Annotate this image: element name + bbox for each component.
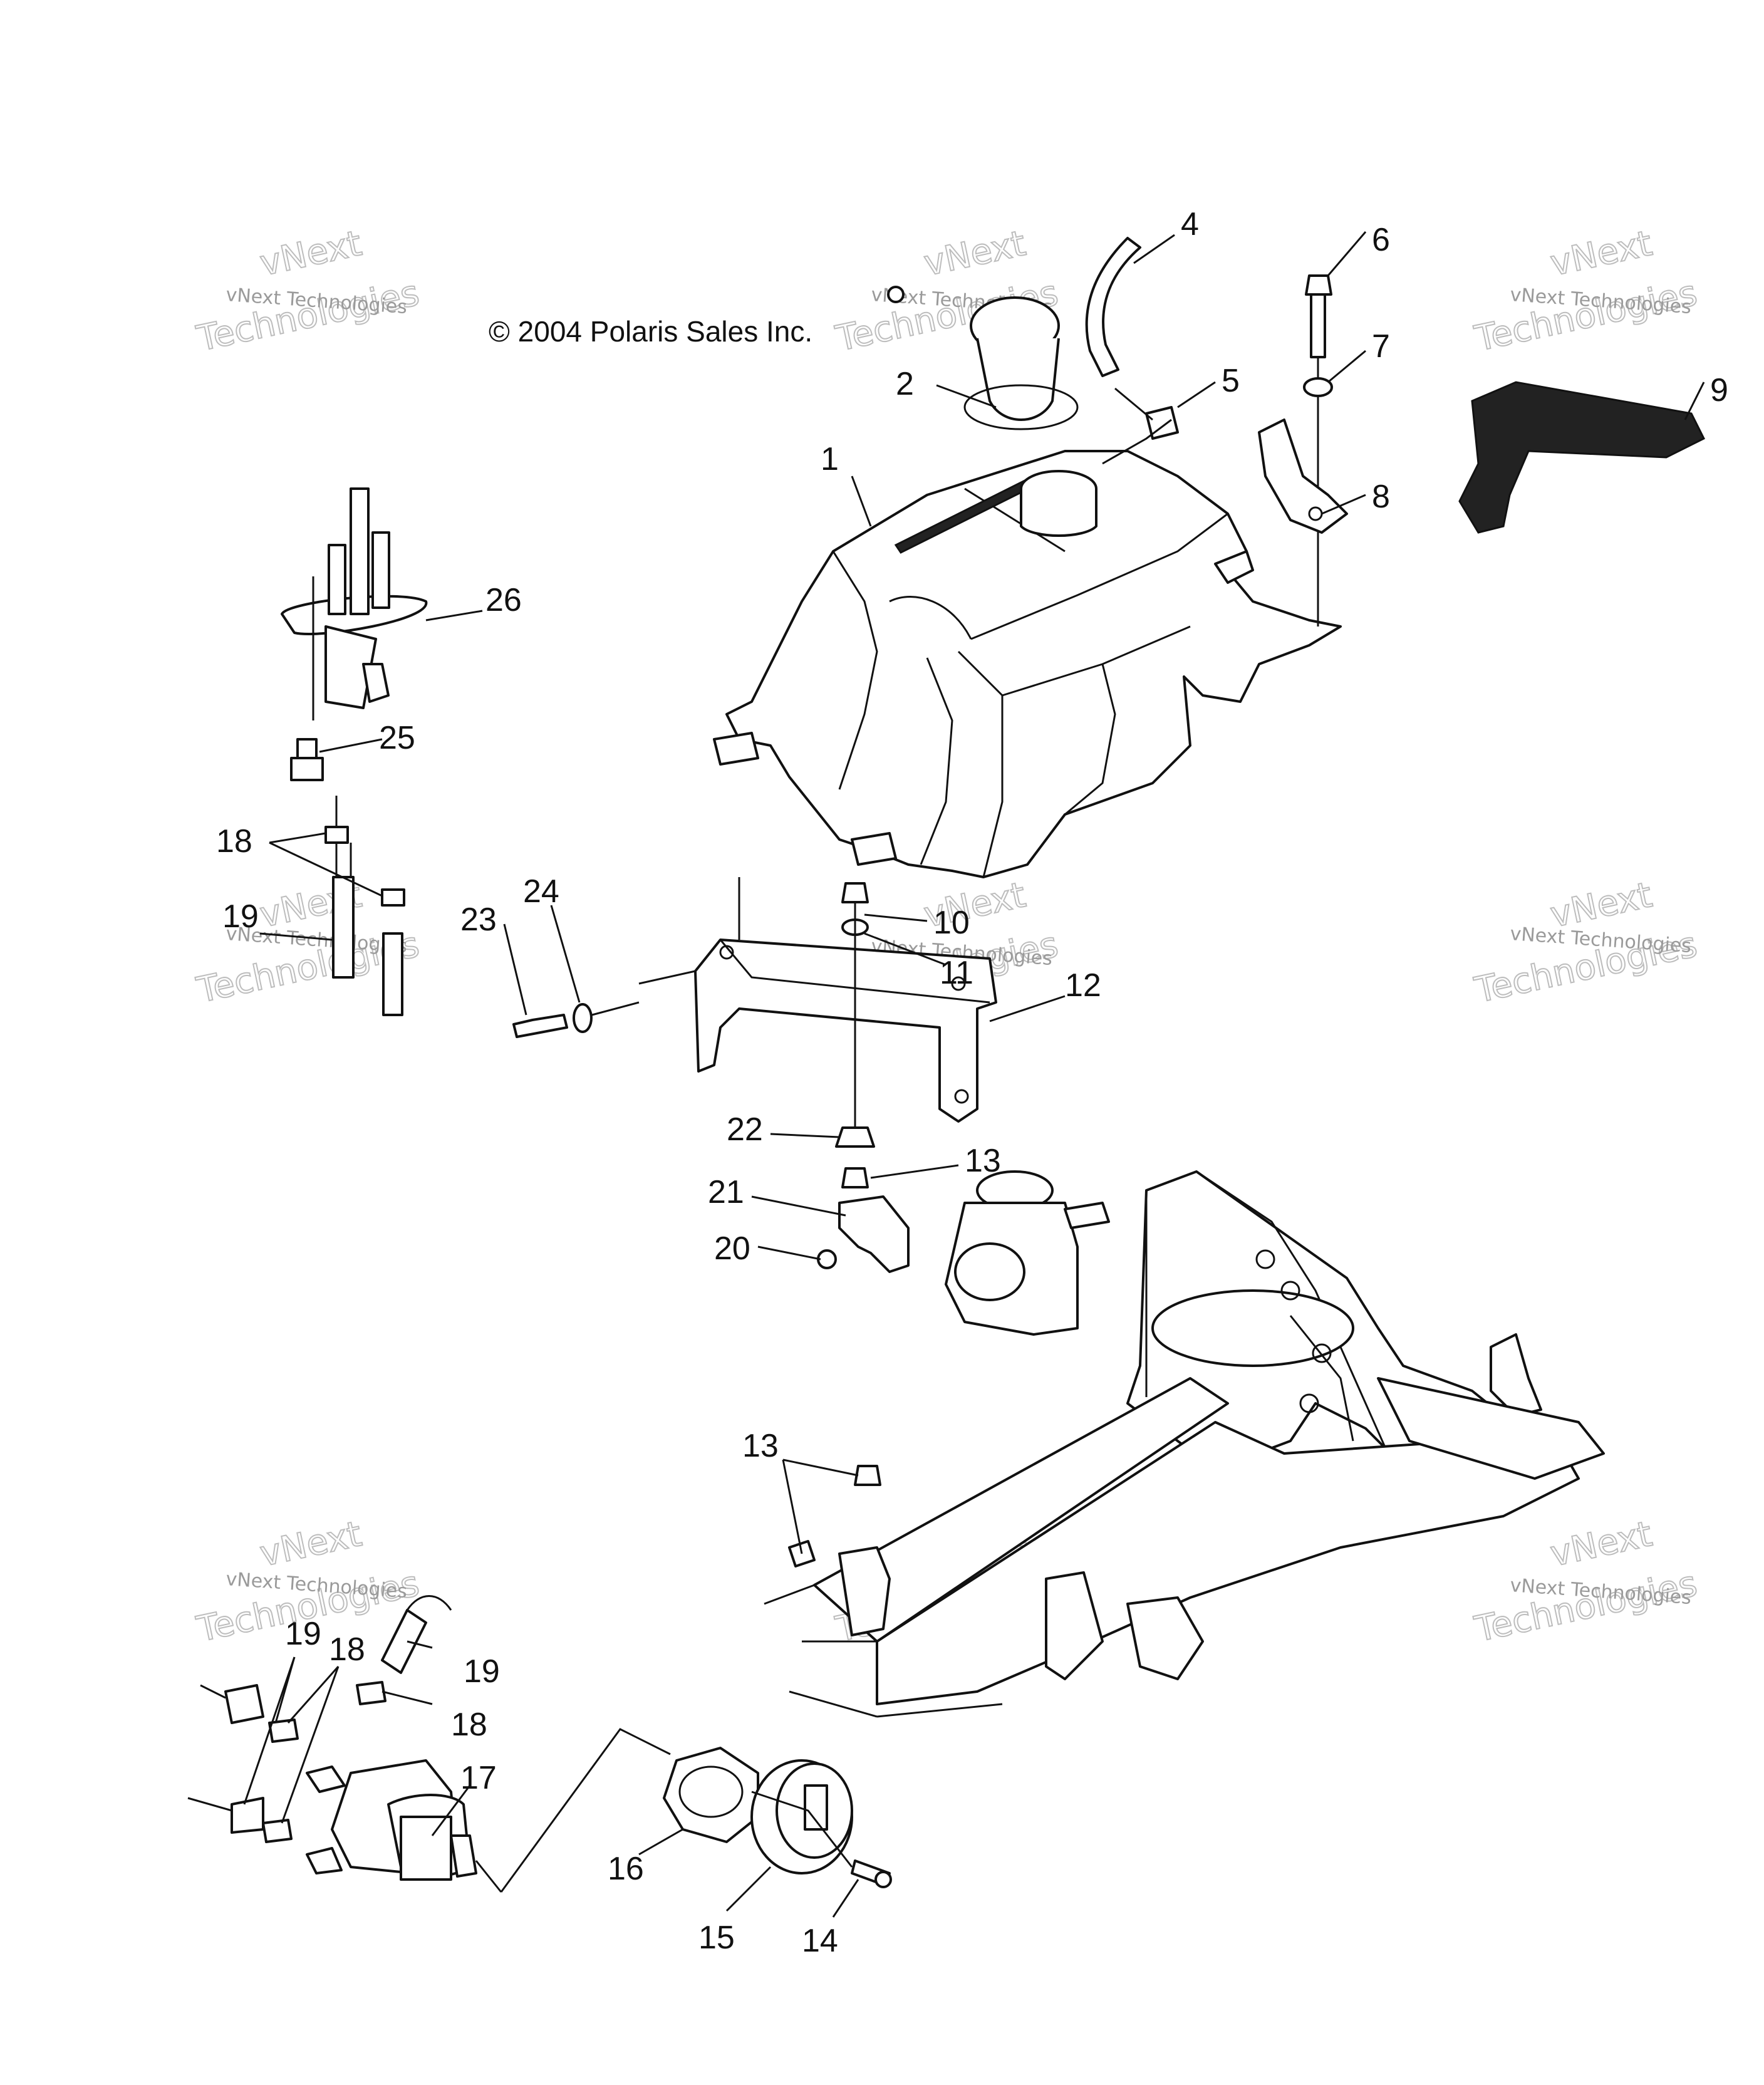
callout-19-mid: 19 <box>285 1616 321 1652</box>
watermark-mid-right: vNext Technologies vNext Technologies <box>1470 874 1701 1012</box>
callout-15: 15 <box>698 1920 735 1956</box>
foam-seal <box>1458 381 1706 534</box>
callout-26: 26 <box>485 582 522 618</box>
callout-13-lower: 13 <box>742 1428 779 1464</box>
callout-6: 6 <box>1372 222 1390 258</box>
hose-clamps-upper <box>324 796 405 1016</box>
callout-19-upper: 19 <box>222 898 259 935</box>
vent-hose <box>1085 237 1141 377</box>
callout-22: 22 <box>727 1111 763 1148</box>
hose-clamps-lower <box>187 1595 452 1843</box>
callout-24: 24 <box>523 873 559 910</box>
watermark-top-left: vNext Technologies vNext Technologies <box>192 222 423 360</box>
callout-16: 16 <box>608 1851 644 1887</box>
callout-9: 9 <box>1710 372 1728 408</box>
callout-21: 21 <box>708 1174 744 1210</box>
callout-labels: 1 2 4 5 6 7 8 9 10 11 12 13 13 14 15 16 … <box>216 206 1728 1959</box>
carb-grommet <box>835 1126 875 1188</box>
svg-text:vNext: vNext <box>1547 1514 1656 1575</box>
crossmember-bolt <box>512 1001 640 1038</box>
callout-19-right: 19 <box>464 1653 500 1690</box>
tank-washer <box>1303 377 1333 397</box>
leader-lines <box>243 231 1705 1918</box>
callout-10: 10 <box>933 905 970 941</box>
fuel-valve <box>281 487 428 720</box>
tank-bolt <box>1305 274 1332 627</box>
pump-cover <box>750 1759 853 1874</box>
pump-cover-line <box>751 1791 853 1868</box>
callout-7: 7 <box>1372 328 1390 365</box>
fuel-tank <box>713 450 1342 878</box>
callout-11: 11 <box>940 955 973 991</box>
svg-text:vNext: vNext <box>256 1514 365 1575</box>
fuel-filler-neck <box>887 286 1079 430</box>
svg-text:vNext: vNext <box>920 223 1029 284</box>
tank-mount-bracket <box>1258 419 1348 534</box>
carb-bracket <box>817 1195 910 1273</box>
fuel-pump <box>306 1759 502 1893</box>
frame <box>764 1170 1605 1718</box>
callout-12: 12 <box>1065 967 1101 1004</box>
callout-5: 5 <box>1222 363 1240 399</box>
callout-2: 2 <box>896 366 914 402</box>
pump-nut <box>663 1747 759 1843</box>
vent-fitting <box>1102 387 1179 465</box>
crossmember <box>638 877 997 1123</box>
watermark-low-right: vNext Technologies vNext Technologies <box>1470 1513 1701 1651</box>
crossmember-nut <box>841 882 869 1128</box>
callout-18-upper: 18 <box>216 823 252 860</box>
callout-13-upper: 13 <box>965 1143 1001 1179</box>
callout-23: 23 <box>460 902 497 938</box>
svg-text:vNext: vNext <box>256 223 365 284</box>
svg-text:vNext: vNext <box>1547 223 1656 284</box>
copyright-text: © 2004 Polaris Sales Inc. <box>489 315 812 348</box>
pump-screw <box>851 1859 892 1888</box>
carburetor <box>945 1170 1110 1336</box>
callout-18-mid: 18 <box>329 1631 365 1668</box>
callout-20: 20 <box>714 1230 750 1267</box>
watermark-top-right: vNext Technologies vNext Technologies <box>1470 222 1701 360</box>
callout-18-right: 18 <box>451 1707 487 1743</box>
callout-25: 25 <box>379 720 415 756</box>
callout-17: 17 <box>460 1760 497 1796</box>
pump-exploded-line <box>500 1728 671 1893</box>
valve-screw <box>290 738 324 781</box>
callout-1: 1 <box>821 441 839 477</box>
callout-14: 14 <box>802 1923 838 1959</box>
callout-8: 8 <box>1372 479 1390 515</box>
callout-4: 4 <box>1181 206 1199 242</box>
